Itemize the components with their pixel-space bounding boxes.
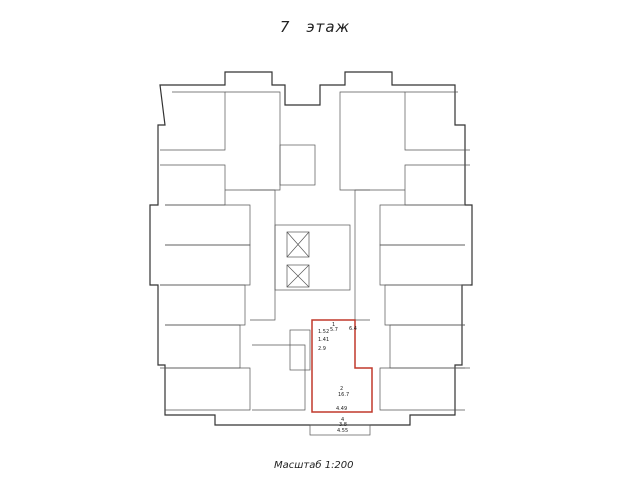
label-dim2: 1.52: [318, 329, 329, 335]
apartment-labels: 1 5.7 6.4 1.52 1.41 2.9 2 16.7 4.49 4 3.…: [318, 322, 357, 434]
label-room2-area: 16.7: [338, 392, 349, 398]
label-dim3: 4.49: [336, 406, 347, 412]
label-room3: 1.41: [318, 337, 329, 343]
staircase: [279, 144, 316, 186]
floor-title: 7 этаж: [0, 18, 630, 36]
highlighted-apartment[interactable]: [311, 319, 373, 413]
elevator-shaft: [274, 224, 351, 291]
label-room2: 2: [340, 386, 343, 392]
floor-number: 7: [279, 18, 291, 36]
floor-word: этаж: [306, 18, 351, 36]
label-dim4: 4.55: [337, 428, 348, 434]
scale-label: Масштаб 1:200: [274, 460, 354, 471]
building-walls: [149, 71, 473, 436]
label-room1-area: 5.7: [330, 327, 338, 333]
label-dim1: 6.4: [349, 326, 357, 332]
label-room1: 1: [332, 322, 335, 328]
label-balcony-area: 3.8: [339, 422, 347, 428]
label-balcony: 4: [341, 417, 344, 423]
label-room3-area: 2.9: [318, 346, 326, 352]
